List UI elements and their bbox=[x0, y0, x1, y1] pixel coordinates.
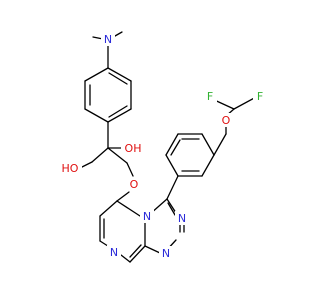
atom-oh-tertiary: OH bbox=[125, 142, 142, 155]
label-background bbox=[58, 161, 82, 175]
atom-label-layer: N O F F OH HO O N N N N bbox=[58, 32, 267, 260]
bond bbox=[144, 245, 161, 254]
bond bbox=[126, 162, 134, 177]
atom-o-ether: O bbox=[130, 178, 139, 191]
label-background bbox=[107, 245, 121, 259]
molecule-structure: N O F F OH HO O N N N N bbox=[58, 31, 267, 263]
label-background bbox=[203, 89, 217, 103]
atom-f-2: F bbox=[257, 90, 263, 103]
bond-layer bbox=[79, 31, 259, 263]
label-background bbox=[175, 211, 189, 225]
bond bbox=[167, 202, 176, 216]
bond bbox=[91, 147, 109, 163]
atom-f-1: F bbox=[207, 90, 213, 103]
label-background bbox=[121, 141, 145, 155]
bond bbox=[107, 67, 132, 82]
atom-n-triazole-1: N bbox=[162, 247, 170, 260]
atom-n-triazole-2: N bbox=[178, 212, 186, 225]
bond bbox=[201, 154, 215, 177]
label-background bbox=[101, 32, 115, 46]
atom-n-dimethylamino: N bbox=[104, 33, 112, 46]
bond bbox=[213, 133, 227, 156]
label-background bbox=[127, 177, 141, 191]
bond bbox=[84, 67, 109, 82]
atom-n-pyrazine: N bbox=[110, 246, 118, 259]
label-background bbox=[140, 209, 154, 223]
bond bbox=[165, 154, 179, 177]
bond bbox=[165, 133, 179, 156]
bond bbox=[129, 244, 142, 258]
bond bbox=[201, 133, 215, 156]
bond bbox=[107, 147, 128, 164]
bond bbox=[116, 191, 130, 202]
label-background bbox=[159, 246, 173, 260]
atom-n-bridgehead: N bbox=[143, 210, 151, 223]
bond bbox=[84, 108, 109, 123]
atom-o-difluoromethoxy: O bbox=[222, 114, 231, 127]
bond bbox=[170, 139, 181, 156]
bond bbox=[99, 200, 118, 217]
bond bbox=[129, 245, 146, 263]
label-background bbox=[253, 89, 267, 103]
label-background bbox=[219, 113, 233, 127]
atom-oh-primary: HO bbox=[62, 162, 79, 175]
bond bbox=[108, 72, 128, 85]
bond bbox=[166, 175, 179, 200]
bond bbox=[116, 200, 141, 217]
bond bbox=[120, 254, 131, 263]
bond bbox=[108, 105, 128, 118]
bond bbox=[107, 108, 132, 123]
